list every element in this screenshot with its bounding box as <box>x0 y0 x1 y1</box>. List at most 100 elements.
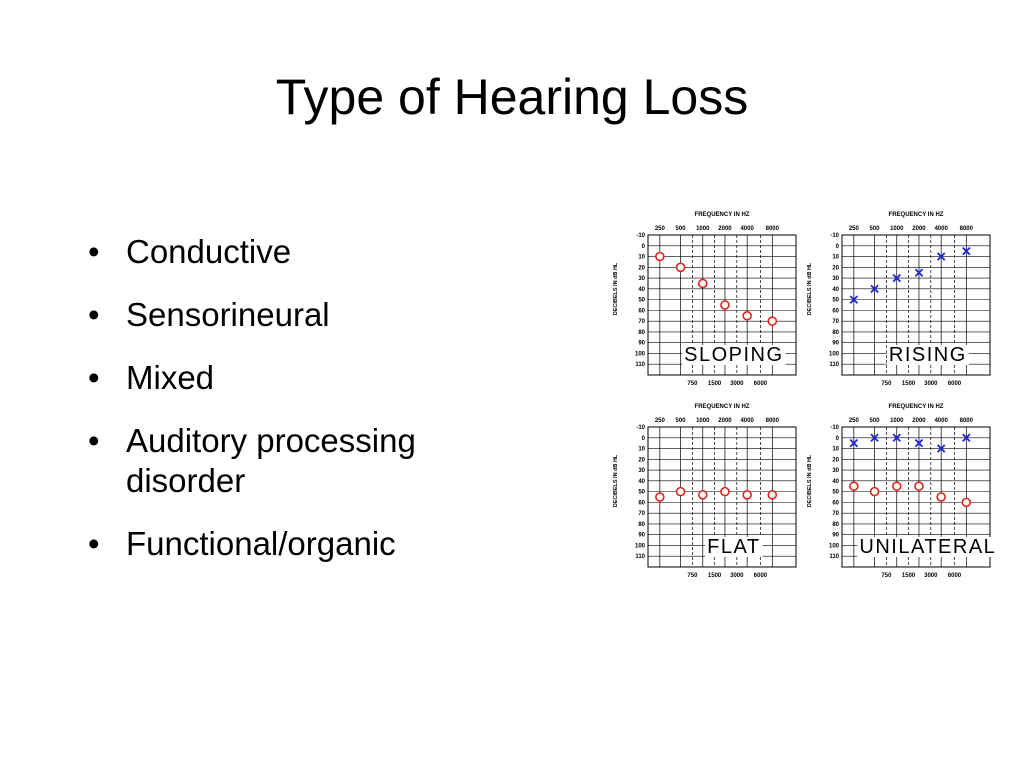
audiogram-y-tick: 0 <box>642 244 646 250</box>
audiogram-top-tick: 8000 <box>960 226 974 232</box>
audiogram-top-tick: 4000 <box>934 226 948 232</box>
audiogram-top-tick: 250 <box>655 418 666 424</box>
audiogram-y-tick: 10 <box>638 447 645 453</box>
audiogram-marker-circle <box>767 490 778 500</box>
audiogram-marker-x <box>870 284 879 294</box>
audiogram-y-tick: 20 <box>638 265 645 271</box>
audiogram-y-tick: -10 <box>830 425 839 431</box>
audiogram-marker-x <box>936 444 946 453</box>
audiogram-marker-circle <box>961 497 972 508</box>
audiogram-top-tick: 1000 <box>890 418 904 424</box>
audiogram-y-tick: -10 <box>636 425 645 431</box>
audiogram-type-label: UNILATERAL <box>859 536 996 558</box>
audiogram-axis-title: FREQUENCY IN HZ <box>889 212 944 218</box>
audiogram-bottom-tick: 750 <box>687 381 698 387</box>
audiogram-top-tick: 500 <box>676 226 687 232</box>
audiogram-y-tick: 70 <box>832 319 839 325</box>
bullet-item: •Functional/organic <box>88 525 396 562</box>
audiogram-bottom-tick: 3000 <box>730 573 744 579</box>
audiogram-bottom-tick: 6000 <box>754 573 768 579</box>
audiogram-top-tick: 8000 <box>766 226 780 232</box>
audiogram-frame <box>647 426 797 568</box>
audiogram-y-tick: 40 <box>832 479 839 485</box>
audiogram-marker-x <box>936 252 946 261</box>
audiogram-marker-circle <box>914 481 924 492</box>
audiogram-bottom-tick: 3000 <box>730 381 744 387</box>
bullet-item: •Conductive <box>88 233 292 270</box>
audiogram-top-tick: 250 <box>849 226 860 232</box>
audiogram-y-tick: 90 <box>638 341 645 347</box>
audiogram-y-tick: 100 <box>829 543 840 549</box>
audiogram-marker-circle <box>849 481 859 492</box>
audiogram-bottom-tick: 1500 <box>708 573 722 579</box>
audiogram-y-tick: 100 <box>635 543 646 549</box>
audiogram-y-tick: 100 <box>829 351 840 357</box>
audiogram-y-tick: 110 <box>635 554 645 560</box>
audiogram-y-tick: 50 <box>832 298 839 304</box>
audiogram-label-bg <box>682 345 786 365</box>
audiogram-y-tick: -10 <box>636 233 645 239</box>
audiogram-label-bg <box>705 537 763 557</box>
audiogram-marker-x <box>849 438 859 448</box>
audiogram-bottom-tick: 750 <box>687 573 698 579</box>
audiogram-y-tick: 80 <box>832 522 839 528</box>
audiogram-y-tick: 50 <box>638 490 645 496</box>
audiogram-top-tick: 4000 <box>740 418 754 424</box>
audiogram-bottom-tick: 6000 <box>948 381 962 387</box>
audiogram-y-tick: 50 <box>832 490 839 496</box>
audiogram-bottom-tick: 3000 <box>924 381 938 387</box>
audiogram-y-tick: 110 <box>829 554 839 560</box>
audiogram-top-tick: 8000 <box>766 418 780 424</box>
audiogram-frame <box>841 234 991 376</box>
audiogram-top-tick: 8000 <box>960 418 974 424</box>
audiogram-label-bg <box>886 345 969 365</box>
audiogram-y-tick: 0 <box>836 244 840 250</box>
bullet-text: Functional/organic <box>126 525 396 562</box>
audiogram-frame <box>647 234 797 376</box>
audiogram-y-tick: 60 <box>638 308 645 314</box>
audiogram-y-tick: 90 <box>832 341 839 347</box>
bullet-text: Auditory processing disorder <box>126 422 416 499</box>
audiogram-top-tick: 4000 <box>740 226 754 232</box>
audiogram-y-axis-title: DECIBELS IN dB HL <box>807 262 813 315</box>
audiogram-marker-circle <box>742 310 752 321</box>
audiogram-y-tick: 0 <box>642 436 646 442</box>
audiogram-top-tick: 500 <box>870 418 881 424</box>
audiogram-y-tick: 20 <box>832 265 839 271</box>
audiogram-marker-x <box>914 268 924 277</box>
audiogram-top-tick: 2000 <box>912 226 926 232</box>
audiogram-y-tick: 60 <box>832 308 839 314</box>
audiogram-marker-x <box>914 438 924 448</box>
audiogram-y-axis-title: DECIBELS IN dB HL <box>613 454 619 507</box>
audiogram-top-tick: 2000 <box>912 418 926 424</box>
audiogram-y-tick: 80 <box>638 330 645 336</box>
audiogram-bottom-tick: 750 <box>881 381 892 387</box>
audiogram-marker-circle <box>891 481 902 492</box>
audiogram-marker-x <box>962 433 971 443</box>
audiogram-y-tick: 110 <box>829 362 839 368</box>
audiogram-marker-x <box>849 295 859 304</box>
audiogram-top-tick: 2000 <box>718 418 732 424</box>
bullet-text: Conductive <box>126 233 292 270</box>
audiogram-y-tick: 20 <box>832 457 839 463</box>
bullet-text: Sensorineural <box>126 296 330 333</box>
audiogram-axis-title: FREQUENCY IN HZ <box>695 212 750 218</box>
audiogram-type-label: RISING <box>889 344 967 366</box>
audiogram-y-tick: 60 <box>638 500 645 506</box>
audiogram-y-tick: 40 <box>638 479 645 485</box>
bullet-list: •Conductive •Sensorineural •Mixed •Audit… <box>86 232 526 587</box>
audiogram-y-axis-title: DECIBELS IN dB HL <box>613 262 619 315</box>
audiogram-bottom-tick: 3000 <box>924 573 938 579</box>
audiogram-bottom-tick: 1500 <box>902 381 916 387</box>
audiogram-y-tick: 40 <box>638 287 645 293</box>
audiogram-axis-title: FREQUENCY IN HZ <box>695 404 750 410</box>
audiogram-marker-circle <box>742 490 752 500</box>
audiogram-marker-circle <box>675 486 686 497</box>
audiogram-y-tick: 10 <box>832 447 839 453</box>
audiogram-marker-x <box>892 273 901 283</box>
audiogram-marker-x <box>870 433 879 443</box>
audiogram-y-tick: 70 <box>638 511 645 517</box>
